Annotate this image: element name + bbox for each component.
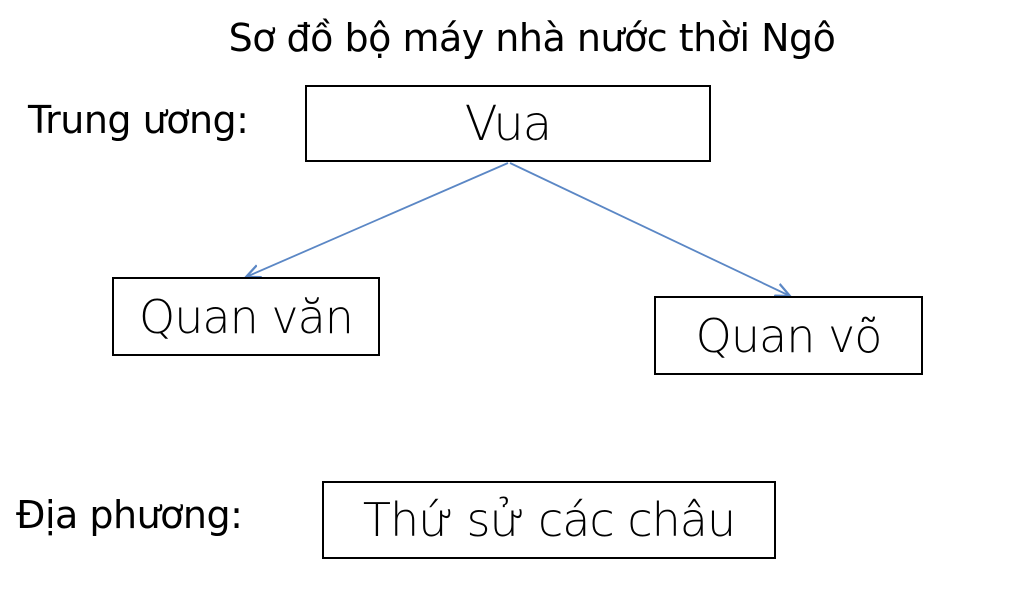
king-node: Vua [305,85,711,162]
civil-officials-node: Quan văn [112,277,380,356]
central-level-label: Trung ương: [28,98,249,142]
diagram-title: Sơ đồ bộ máy nhà nước thời Ngô [228,16,836,60]
provincial-governors-node: Thứ sử các châu [322,481,776,559]
arrow-king-to-military [509,162,790,296]
military-officials-node: Quan võ [654,296,923,375]
arrow-king-to-civil [246,162,509,277]
local-level-label: Địa phương: [16,493,243,537]
